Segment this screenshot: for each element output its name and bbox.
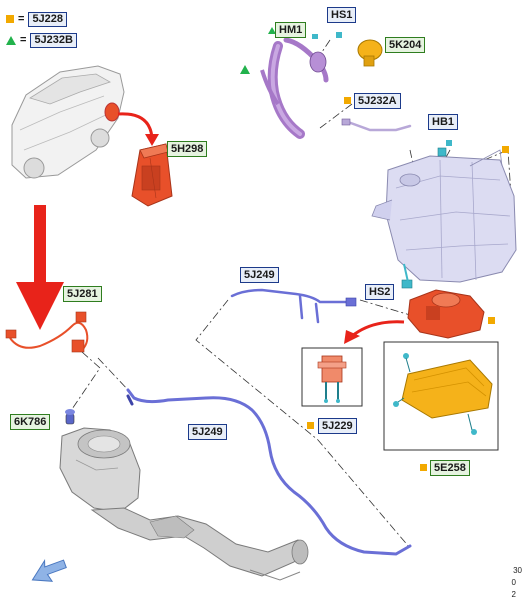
fuel-tank-part [371, 149, 517, 283]
green-triangle-icon [6, 35, 16, 45]
callout-5j281[interactable]: 5J281 [63, 286, 102, 302]
orange-square-icon [344, 97, 351, 104]
callout-hm1[interactable]: HM1 [275, 22, 307, 38]
curved-red-arrow-flange [351, 320, 405, 338]
filler-hose-part [260, 37, 329, 139]
clip-hs1-part [312, 32, 342, 39]
clip-hb1-part [437, 140, 452, 157]
reference-line-1: 30 [513, 566, 522, 575]
orange-square-icon [420, 464, 427, 471]
legend-row-square: = 5J228 [6, 11, 68, 27]
callout-hs1[interactable]: HS1 [327, 7, 357, 23]
callout-5h298[interactable]: 5H298 [167, 141, 208, 157]
orange-square-icon [502, 146, 509, 153]
callout-5j232a[interactable]: 5J232A [354, 93, 401, 109]
pump-5j229-part [317, 355, 347, 403]
legend-equals: = [20, 34, 27, 46]
callout-5e258[interactable]: 5E258 [430, 460, 470, 476]
fuel-cap-5k204-part [357, 39, 383, 67]
vent-line-5j232a-part [341, 118, 412, 132]
callout-hb1[interactable]: HB1 [428, 114, 459, 130]
callout-5k204[interactable]: 5K204 [385, 37, 426, 53]
orange-square-icon [488, 317, 495, 324]
pump-flange-part [407, 289, 485, 339]
callout-6k786[interactable]: 6K786 [10, 414, 51, 430]
exhaust-catalyst-part [59, 427, 309, 581]
line-5j249-part [126, 388, 412, 556]
callout-hs2[interactable]: HS2 [365, 284, 395, 300]
callout-5j229[interactable]: 5J229 [318, 418, 357, 434]
module-5h298-part [131, 143, 173, 207]
reference-line-3: 2 [511, 590, 516, 599]
curved-red-arrow [117, 112, 154, 139]
line-5j249-upper-part [230, 288, 357, 324]
sensor-6k786-part [65, 409, 75, 425]
green-triangle-marker-hm1 [268, 27, 276, 34]
legend-row-triangle: = 5J232B [6, 32, 77, 48]
reference-line-2: 0 [511, 578, 516, 587]
green-triangle-marker [240, 65, 250, 74]
clip-hs2-part [401, 263, 413, 289]
callout-5j249-bottom[interactable]: 5J249 [188, 424, 227, 440]
wiring-harness-5j281-part [5, 311, 89, 353]
orange-square-icon [307, 422, 314, 429]
legend-code-5j228: 5J228 [28, 11, 68, 27]
callout-5j249-top[interactable]: 5J249 [240, 267, 279, 283]
legend-equals: = [18, 13, 25, 25]
module-5e258-part [393, 353, 493, 435]
orange-square-icon [6, 15, 14, 23]
navigation-arrow-icon[interactable] [28, 554, 69, 587]
vehicle-illustration [11, 65, 125, 179]
legend-code-5j232b: 5J232B [30, 32, 77, 48]
large-red-down-arrow [16, 205, 64, 330]
